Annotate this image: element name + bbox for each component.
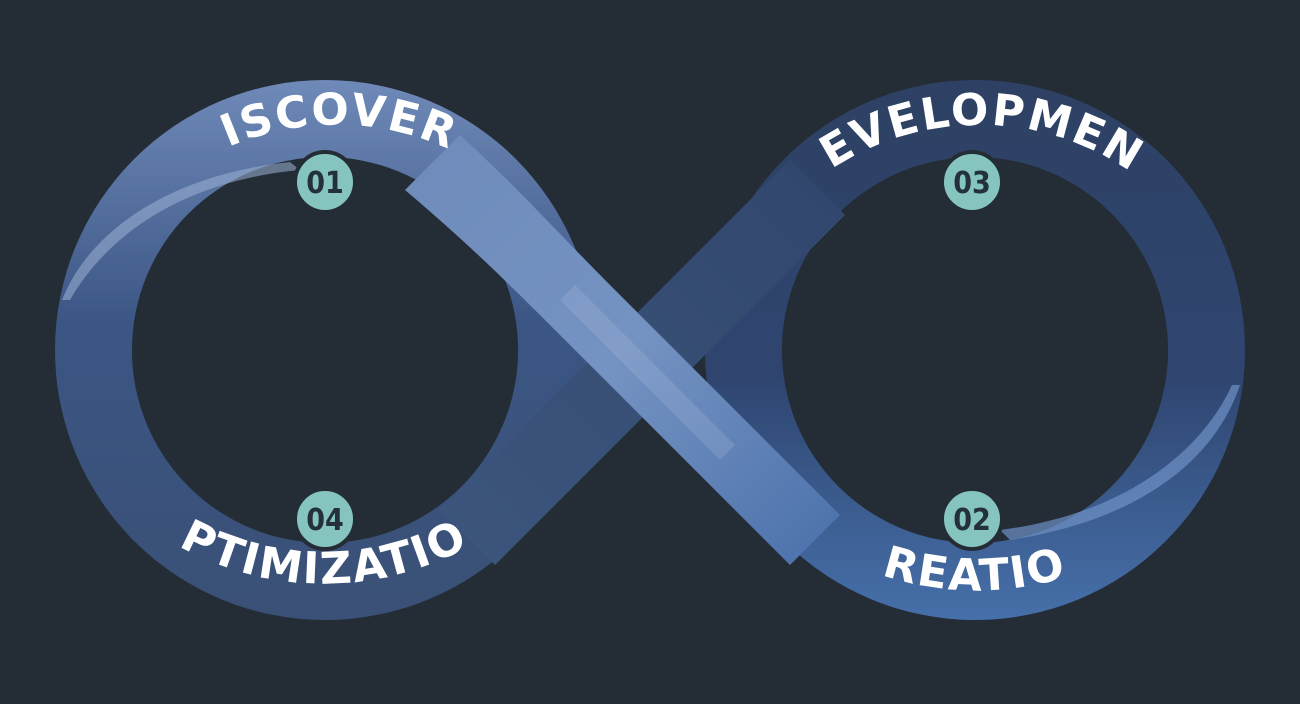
- badge-03: 03: [940, 150, 1004, 214]
- badge-03-number: 03: [953, 166, 991, 201]
- stage-label-discovery: DISCOVERY: [0, 0, 463, 159]
- badge-04: 04: [293, 487, 357, 551]
- front-crossing-shine: [560, 285, 735, 460]
- badge-01: 01: [293, 150, 357, 214]
- front-crossing-band: [405, 135, 840, 565]
- badge-02-number: 02: [953, 503, 991, 538]
- badge-02: 02: [940, 487, 1004, 551]
- left-loop-highlight: [62, 162, 300, 300]
- badge-01-number: 01: [306, 166, 344, 201]
- badge-04-number: 04: [306, 503, 344, 538]
